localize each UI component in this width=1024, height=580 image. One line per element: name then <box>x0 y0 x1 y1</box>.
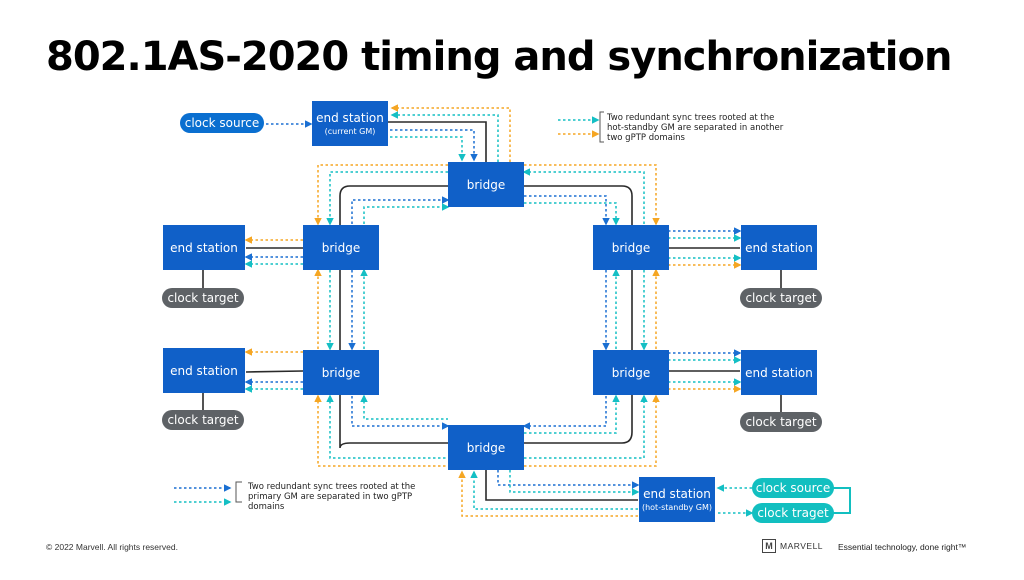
clock-source-standby[interactable]: clock source <box>752 478 834 498</box>
end-station-label: end station <box>745 240 813 255</box>
clock-source-top[interactable]: clock source <box>180 113 264 133</box>
end-station-label: end station <box>745 365 813 380</box>
link-t-lu-o <box>314 164 448 226</box>
bridge-bottom[interactable]: bridge <box>448 425 524 470</box>
link-t-lu-b <box>351 196 450 224</box>
end-station-right-upper[interactable]: end station <box>741 225 817 270</box>
end-station-label: end station <box>170 240 238 255</box>
clock-target-standby[interactable]: clock traget <box>752 503 834 523</box>
marvell-logo-text: MARVELL <box>780 541 824 551</box>
link-t-ru-t <box>522 168 645 224</box>
clock-target-left-lower[interactable]: clock target <box>162 410 244 430</box>
tagline: Essential technology, done right™ <box>838 542 967 552</box>
end-station-current-gm[interactable]: end station (current GM) <box>312 101 388 146</box>
bridge-label: bridge <box>466 177 506 192</box>
end-station-left-upper[interactable]: end station <box>163 225 245 270</box>
end-station-sublabel: (hot-standby GM) <box>641 503 713 512</box>
link-t-ru-o <box>524 164 660 226</box>
bridge-top[interactable]: bridge <box>448 162 524 207</box>
link-gm-top-t2 <box>390 111 499 162</box>
end-station-label: end station <box>316 111 384 125</box>
legend-primary: Two redundant sync trees rooted at the p… <box>248 482 416 512</box>
bridge-left-upper[interactable]: bridge <box>303 225 379 270</box>
clock-target-right-upper[interactable]: clock target <box>740 288 822 308</box>
bridge-label: bridge <box>611 365 651 380</box>
end-station-right-lower[interactable]: end station <box>741 350 817 395</box>
clock-target-right-lower[interactable]: clock target <box>740 412 822 432</box>
end-station-label: end station <box>643 487 711 501</box>
link-t-ru-t2 <box>524 202 620 226</box>
end-station-hot-standby-gm[interactable]: end station (hot-standby GM) <box>639 477 715 522</box>
marvell-logo-icon: M <box>762 539 776 553</box>
end-station-left-lower[interactable]: end station <box>163 348 245 393</box>
link-t-lu-t <box>326 171 448 226</box>
bridge-left-lower[interactable]: bridge <box>303 350 379 395</box>
legend-hot-standby: Two redundant sync trees rooted at the h… <box>607 113 784 143</box>
clock-target-left-upper[interactable]: clock target <box>162 288 244 308</box>
bridge-label: bridge <box>321 365 361 380</box>
link-t-ru-b <box>524 195 610 226</box>
marvell-logo: M MARVELL <box>762 539 823 553</box>
copyright: © 2022 Marvell. All rights reserved. <box>46 542 178 552</box>
link-gm-top-t1 <box>360 136 466 162</box>
link-t-lu-t2 <box>363 203 450 224</box>
end-station-sublabel: (current GM) <box>324 127 376 136</box>
bridge-right-upper[interactable]: bridge <box>593 225 669 270</box>
bridge-label: bridge <box>466 440 506 455</box>
bridge-label: bridge <box>321 240 361 255</box>
end-station-label: end station <box>170 363 238 378</box>
bridge-right-lower[interactable]: bridge <box>593 350 669 395</box>
page-title: 802.1AS-2020 timing and synchronization <box>46 34 952 80</box>
bridge-label: bridge <box>611 240 651 255</box>
link-gm-top-o1 <box>390 104 511 162</box>
